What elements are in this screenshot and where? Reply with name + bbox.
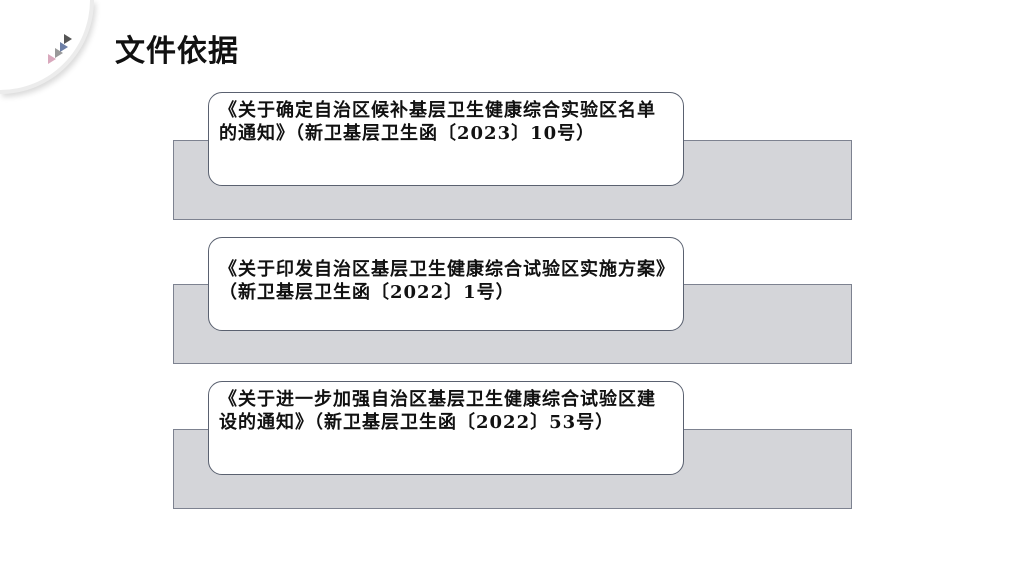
doc-text: 《关于进一步加强自治区基层卫生健康综合试验区建设的通知》（新卫基层卫生函〔202…: [219, 389, 656, 433]
doc-text: 《关于印发自治区基层卫生健康综合试验区实施方案》（新卫基层卫生函〔2022〕1号…: [219, 259, 666, 303]
doc-card: 《关于印发自治区基层卫生健康综合试验区实施方案》（新卫基层卫生函〔2022〕1号…: [208, 237, 684, 331]
triangle-icon: [55, 48, 63, 58]
page-title: 文件依据: [115, 34, 239, 69]
decorative-circle: [0, 0, 94, 94]
doc-card: 《关于确定自治区候补基层卫生健康综合实验区名单的通知》（新卫基层卫生函〔2023…: [208, 92, 684, 186]
doc-text: 《关于确定自治区候补基层卫生健康综合实验区名单的通知》（新卫基层卫生函〔2023…: [219, 100, 656, 144]
triangle-icon: [64, 34, 72, 44]
doc-card: 《关于进一步加强自治区基层卫生健康综合试验区建设的通知》（新卫基层卫生函〔202…: [208, 381, 684, 475]
triangle-icon: [48, 54, 56, 64]
triangle-icon: [60, 42, 68, 52]
